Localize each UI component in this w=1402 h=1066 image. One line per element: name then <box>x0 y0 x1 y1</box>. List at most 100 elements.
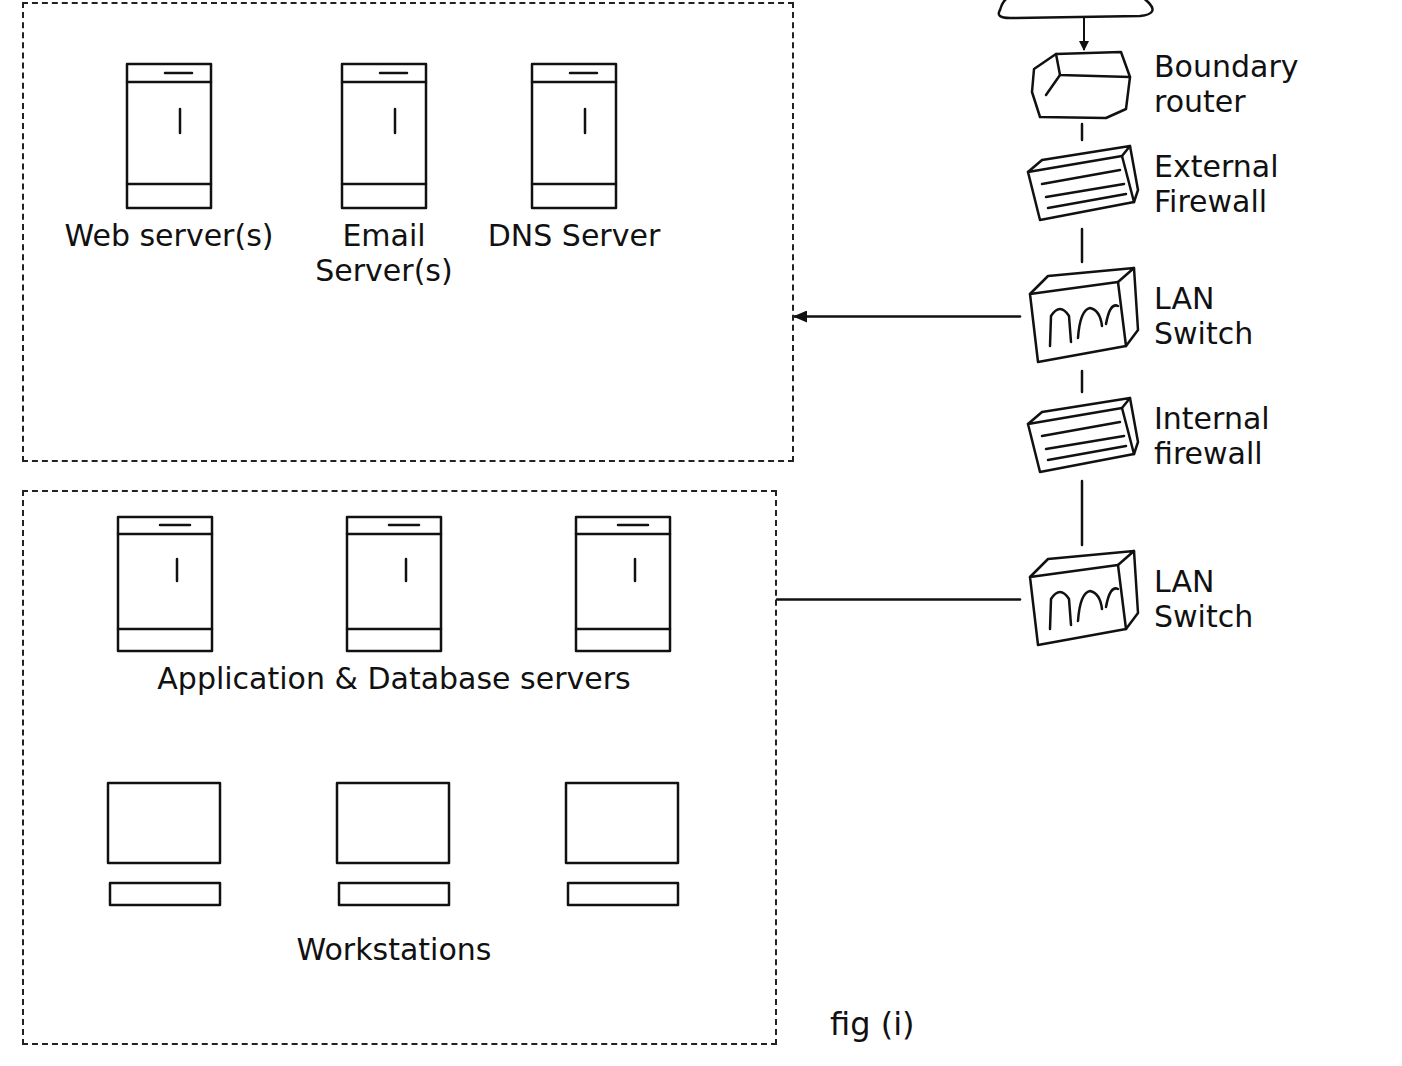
workstation-icon <box>100 779 230 911</box>
server-node: DNS Server <box>484 59 664 256</box>
firewall-icon-stroke <box>1028 156 1134 220</box>
connector <box>1081 371 1084 392</box>
server-icon-stroke <box>405 559 408 581</box>
server-icon-stroke <box>342 183 426 186</box>
node-label: LAN Switch <box>1154 565 1314 634</box>
firewall-icon-stroke <box>1028 146 1130 172</box>
label-block: External Firewall <box>1154 150 1314 219</box>
firewall-icon-stroke <box>1048 446 1126 460</box>
server-icon-stroke <box>127 64 211 208</box>
server-icon-stroke <box>347 533 441 536</box>
server-node: Web server(s) <box>44 59 294 256</box>
firewall-icon-stroke <box>1028 398 1130 424</box>
server-icon-stroke <box>380 72 407 75</box>
server-icon-stroke <box>342 81 426 84</box>
server-icon-stroke <box>118 533 212 536</box>
server-icon-stroke <box>394 109 397 133</box>
server-icon-stroke <box>576 533 670 536</box>
switch-icon <box>1022 264 1142 369</box>
server-icon <box>344 514 444 654</box>
server-icon-stroke <box>347 517 441 651</box>
server-icon-stroke <box>127 183 211 186</box>
server-icon-stroke <box>342 64 426 208</box>
server-icon-stroke <box>176 559 179 581</box>
zone-region: Web server(s) Email Server(s) DNS Server <box>22 2 794 462</box>
zone-region: Application & Database serversWorkstatio… <box>22 490 777 1045</box>
server-icon-stroke <box>389 524 419 527</box>
firewall-icon-stroke <box>1046 436 1124 449</box>
firewall-icon-stroke <box>1042 422 1120 436</box>
switch-icon-stroke <box>1050 592 1071 629</box>
firewall-icon-stroke <box>1042 170 1120 184</box>
connector <box>777 598 1020 601</box>
workstation-icon <box>329 779 459 911</box>
node-label: External Firewall <box>1154 150 1314 219</box>
label-block: LAN Switch <box>1154 565 1314 634</box>
switch-icon-stroke <box>1030 282 1126 362</box>
servers3-node: Application & Database servers <box>49 512 739 699</box>
server-icon-stroke <box>618 524 648 527</box>
firewall-icon <box>1022 394 1142 479</box>
server-icon <box>124 61 214 211</box>
figure-caption: fig (i) <box>830 1005 915 1043</box>
firewall-node: Internal firewall <box>1020 392 1316 481</box>
workstation-icon <box>558 779 688 911</box>
firewall-node: External Firewall <box>1020 140 1316 229</box>
node-label: Application & Database servers <box>157 662 630 697</box>
node-label: Email Server(s) <box>296 219 472 288</box>
server-icon <box>339 61 429 211</box>
switch-node: LAN Switch <box>1020 545 1316 654</box>
monitors3-node: Workstations <box>49 777 739 970</box>
server-icon-stroke <box>165 72 192 75</box>
server-icon-stroke <box>532 81 616 84</box>
node-label: DNS Server <box>488 219 661 254</box>
server-icon-stroke <box>118 628 212 631</box>
workstation-icon-stroke <box>108 783 220 863</box>
connector <box>1081 229 1084 262</box>
server-icon-stroke <box>570 72 597 75</box>
switch-icon-stroke <box>1078 591 1102 621</box>
server-icon-stroke <box>584 109 587 133</box>
switch-icon-stroke <box>1126 551 1138 629</box>
firewall-icon-stroke <box>1130 398 1138 454</box>
server-icon-stroke <box>118 517 212 651</box>
router-icon-stroke <box>1032 52 1130 118</box>
switch-icon-stroke <box>1030 565 1126 645</box>
firewall-icon-stroke <box>1130 146 1138 202</box>
switch-icon-stroke <box>1030 551 1134 577</box>
router-icon-stroke <box>1056 54 1130 77</box>
firewall-icon <box>1022 142 1142 227</box>
server-icon-stroke <box>576 517 670 651</box>
label-block: LAN Switch <box>1154 282 1314 351</box>
workstation-icon-stroke <box>110 883 220 905</box>
firewall-icon-stroke <box>1028 408 1134 472</box>
server-icon-stroke <box>347 628 441 631</box>
node-label: Internal firewall <box>1154 402 1314 471</box>
router-icon-stroke <box>1046 75 1060 95</box>
label-block: Boundary router <box>1154 50 1314 119</box>
node-label: Boundary router <box>1154 50 1314 119</box>
node-label: LAN Switch <box>1154 282 1314 351</box>
server-icon-stroke <box>532 64 616 208</box>
server-node: Email Server(s) <box>294 59 474 290</box>
firewall-icon-stroke <box>1048 194 1126 208</box>
firewall-icon-stroke <box>1046 184 1124 197</box>
router-node: Boundary router <box>1020 45 1316 124</box>
node-label: Web server(s) <box>65 219 274 254</box>
switch-icon-stroke <box>1078 308 1102 338</box>
server-group <box>51 514 737 654</box>
workstation-icon-stroke <box>339 883 449 905</box>
switch-icon-stroke <box>1106 588 1118 607</box>
server-icon <box>573 514 673 654</box>
switch-icon-stroke <box>1030 268 1134 294</box>
server-icon-stroke <box>633 559 636 581</box>
switch-node: LAN Switch <box>1020 262 1316 371</box>
router-icon <box>1022 47 1142 122</box>
switch-icon-stroke <box>1050 309 1071 346</box>
connector <box>1081 124 1084 140</box>
cloud-link <box>1083 18 1085 50</box>
label-block: Internal firewall <box>1154 402 1314 471</box>
connector <box>794 315 1020 318</box>
internet-cloud <box>999 0 1153 18</box>
